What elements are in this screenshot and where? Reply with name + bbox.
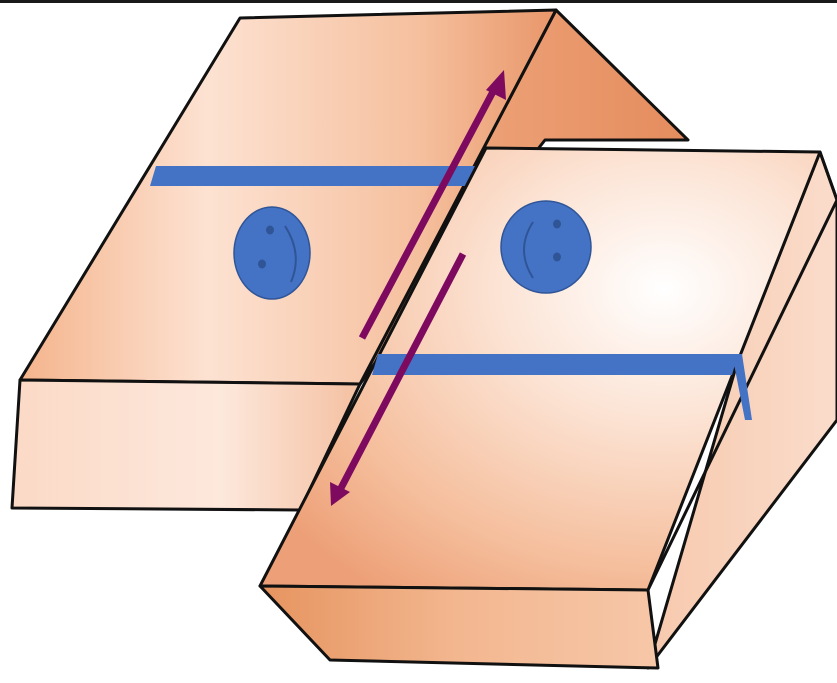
right-smiley-face-icon	[501, 201, 591, 293]
right-offset-stripe	[372, 354, 738, 375]
left-offset-stripe	[150, 166, 480, 186]
right-block-front-face	[260, 586, 658, 668]
diagram-canvas	[0, 3, 837, 683]
left-smiley-face-icon	[234, 207, 310, 299]
